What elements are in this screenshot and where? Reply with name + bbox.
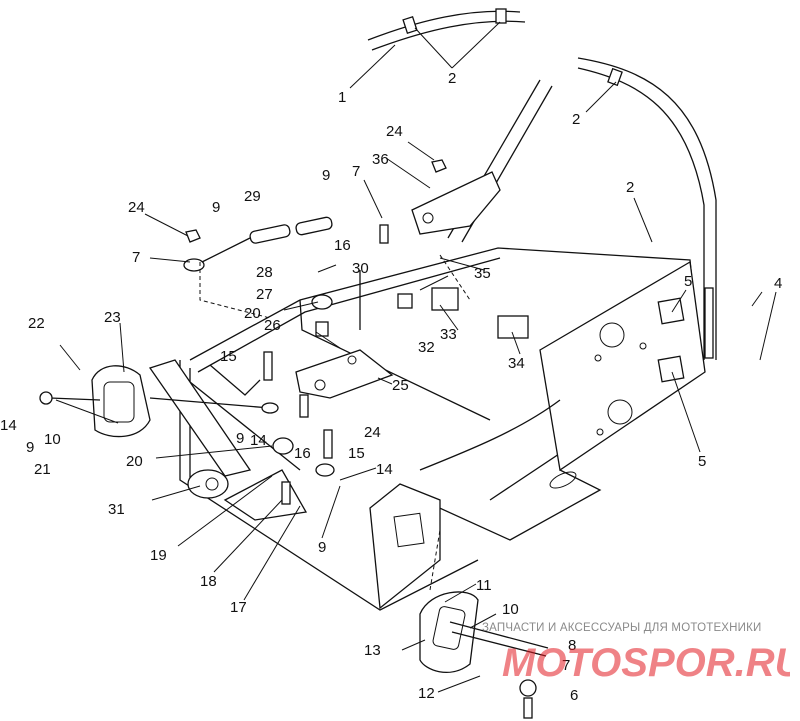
callout-label: 20 [126,453,143,470]
callout-label: 9 [322,167,330,184]
watermark-caption: ЗАПЧАСТИ И АКСЕССУАРЫ ДЛЯ МОТОТЕХНИКИ [482,622,762,634]
callout-label: 26 [264,317,281,334]
callout-label: 30 [352,260,369,277]
callout-label: 25 [392,377,409,394]
callout-label: 8 [568,637,576,654]
callout-labels: 1 2 2 2 3 4 5 5 6 7 7 7 8 9 9 9 9 9 10 1… [0,70,782,704]
callout-label: 24 [386,123,403,140]
callout-label: 1 [338,89,346,106]
watermark-logo: MOTOSPOR.RU [502,641,790,684]
callout-label: 14 [0,417,17,434]
callout-label: 2 [626,179,634,196]
callout-label: 19 [150,547,167,564]
callout-label: 14 [250,432,267,449]
callout-label: 15 [220,348,237,365]
callout-label: 12 [418,685,435,702]
callout-label: 22 [28,315,45,332]
watermark: ЗАПЧАСТИ И АКСЕССУАРЫ ДЛЯ МОТОТЕХНИКИ MO… [482,622,792,692]
callout-label: 9 [212,199,220,216]
callout-label: 18 [200,573,217,590]
callout-label: 32 [418,339,435,356]
callout-label: 36 [372,151,389,168]
callout-label: 2 [448,70,456,87]
watermark-logo-text: MOTOSPOR.RU [502,641,790,684]
callout-label: 21 [34,461,51,478]
callout-label: 15 [348,445,365,462]
callout-label: 16 [294,445,311,462]
callout-label: 28 [256,264,273,281]
callout-label: 34 [508,355,525,372]
callout-label: 20 [244,305,261,322]
callout-label: 9 [236,430,244,447]
callout-label: 27 [256,286,273,303]
callout-label: 23 [104,309,121,326]
callout-label: 31 [108,501,125,518]
callout-label: 6 [570,687,578,704]
callout-label: 7 [132,249,140,266]
frame-drawing [39,8,717,719]
callout-label: 13 [364,642,381,659]
callout-label: 33 [440,326,457,343]
callout-label: 7 [562,657,570,674]
callout-label: 29 [244,188,261,205]
callout-label: 9 [26,439,34,456]
callout-label: 17 [230,599,247,616]
callout-label: 24 [364,424,381,441]
callout-label: 7 [352,163,360,180]
callout-label: 14 [376,461,393,478]
callout-label: 24 [128,199,145,216]
callout-label: 11 [476,577,492,594]
callout-label: 35 [474,265,491,282]
callout-label: 9 [318,539,326,556]
callout-label: 10 [502,601,519,618]
callout-label: 10 [44,431,61,448]
callout-label: 16 [334,237,351,254]
callout-label: 5 [698,453,706,470]
leader-lines [55,21,777,693]
callout-label: 2 [572,111,580,128]
callout-label: 5 [684,273,692,290]
callout-label: 4 [774,275,782,292]
